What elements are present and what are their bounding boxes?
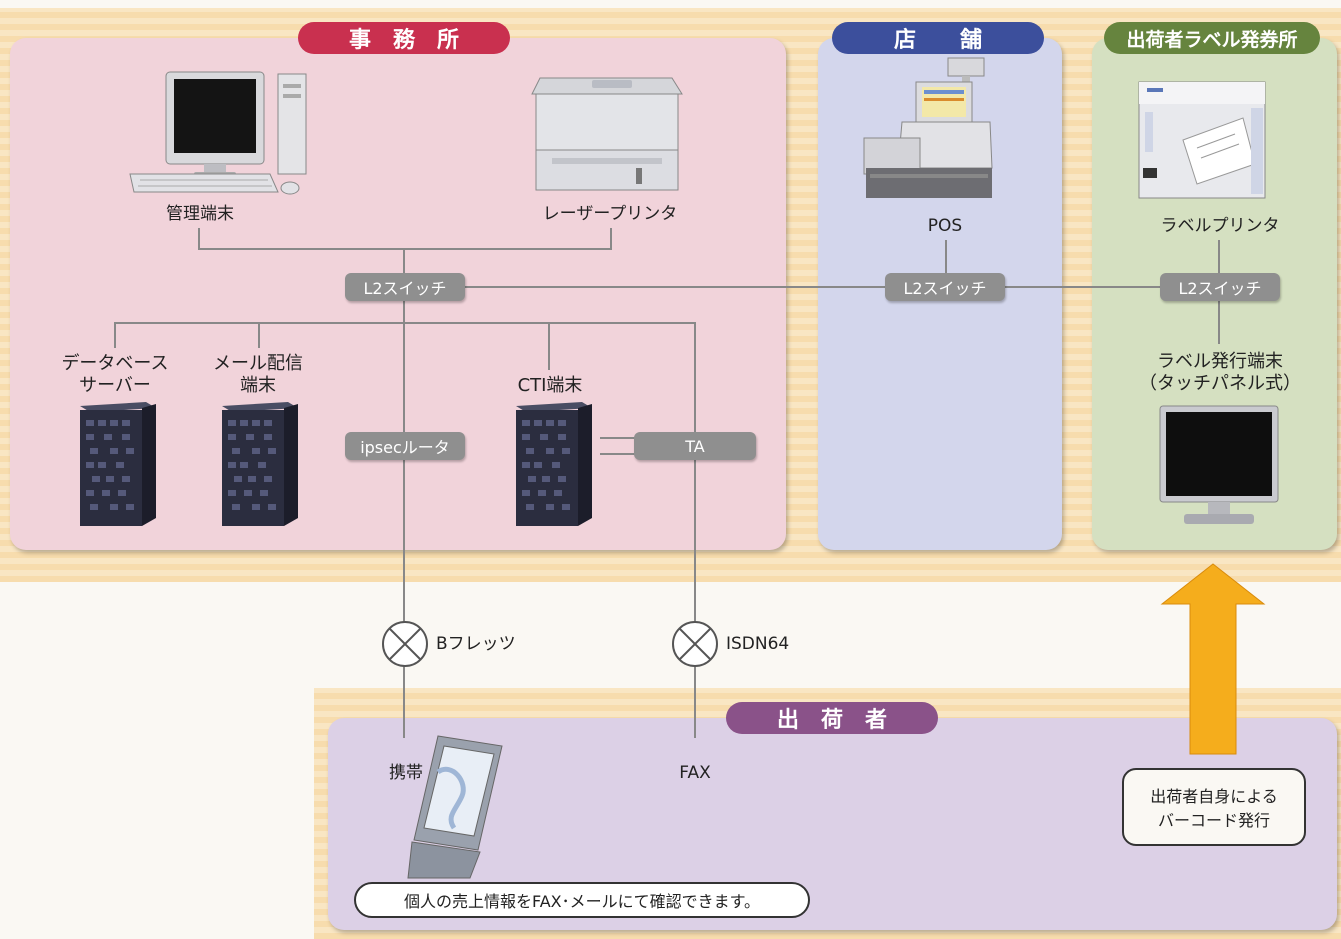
db-server-label-2: サーバー — [79, 375, 151, 396]
ta-box: TA — [634, 432, 756, 460]
mobile-phone-icon — [407, 735, 503, 879]
self-issue-note: 出荷者自身による バーコード発行 — [1122, 768, 1306, 846]
office-title: 事 務 所 — [298, 22, 510, 54]
line-cti-down — [548, 322, 550, 370]
switch-office: L2スイッチ — [345, 273, 465, 301]
self-issue-line-1: 出荷者自身による — [1150, 787, 1278, 806]
line-label-printer-down — [1218, 240, 1220, 274]
bflets-label: Bフレッツ — [436, 634, 516, 654]
pos-label: POS — [927, 216, 963, 236]
confirm-note: 個人の売上情報をFAX･メールにて確認できます。 — [354, 882, 810, 918]
line-cti-ta-1 — [600, 437, 636, 439]
switch-store: L2スイッチ — [885, 273, 1005, 301]
label-printer-label: ラベルプリンタ — [1160, 216, 1280, 236]
cti-terminal-label: CTI端末 — [517, 375, 583, 396]
db-server-icon — [80, 402, 156, 526]
mail-terminal-label-1: メール配信 — [213, 353, 303, 374]
line-backbone — [465, 286, 1165, 288]
isdn-junction-icon — [672, 621, 718, 667]
line-admin-down — [198, 228, 200, 250]
line-cti-ta-2 — [600, 453, 636, 455]
cti-server-icon — [516, 402, 592, 526]
mail-server-icon — [222, 402, 298, 526]
switch-label: L2スイッチ — [1160, 273, 1280, 301]
label-terminal-label-2: （タッチパネル式） — [1139, 373, 1301, 394]
up-arrow-icon — [1160, 563, 1266, 755]
line-mail-down — [258, 322, 260, 348]
label-office-title: 出荷者ラベル発券所 — [1104, 22, 1320, 54]
line-main-trunk — [403, 248, 405, 738]
pos-icon — [863, 57, 993, 198]
isdn-label: ISDN64 — [726, 634, 790, 654]
mail-terminal-label-2: 端末 — [240, 375, 276, 396]
laser-printer-icon — [531, 77, 683, 191]
bflets-junction-icon — [382, 621, 428, 667]
ipsec-router: ipsecルータ — [345, 432, 465, 460]
store-title: 店 舗 — [832, 22, 1044, 54]
laser-printer-label: レーザープリンタ — [542, 204, 678, 224]
self-issue-line-2: バーコード発行 — [1157, 811, 1270, 830]
line-label-terminal-up — [1218, 300, 1220, 344]
line-top-bus — [198, 248, 612, 250]
fax-label: FAX — [679, 763, 711, 783]
label-terminal-label-1: ラベル発行端末 — [1157, 351, 1283, 372]
line-pos-down — [945, 240, 947, 274]
label-printer-icon — [1138, 81, 1266, 199]
db-server-label-1: データベース — [61, 353, 169, 374]
line-printer-down — [610, 228, 612, 250]
shipper-title: 出 荷 者 — [726, 702, 938, 734]
line-server-bus — [114, 322, 696, 324]
touch-monitor-icon — [1159, 405, 1279, 524]
mobile-label: 携帯 — [389, 763, 423, 783]
line-fax-trunk — [694, 322, 696, 738]
line-db-down — [114, 322, 116, 348]
pc-icon — [129, 71, 307, 195]
admin-terminal-label: 管理端末 — [166, 204, 234, 224]
